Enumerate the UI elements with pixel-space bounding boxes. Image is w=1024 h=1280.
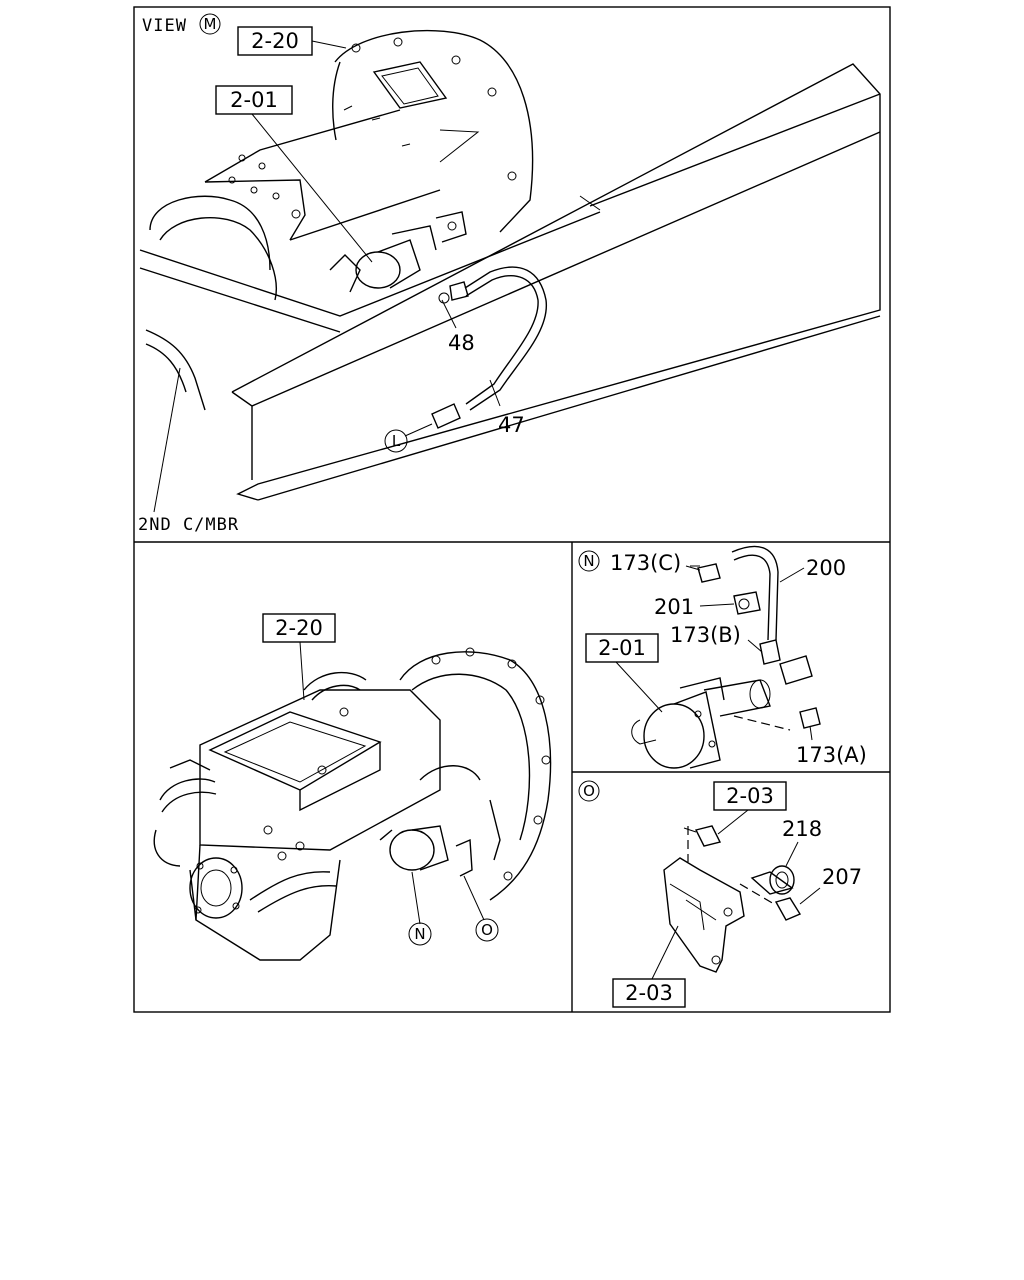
leader-218 — [785, 841, 799, 867]
transmission-housing-drawing — [149, 29, 534, 301]
detail-n-ref-2-01-label: 2-01 — [598, 636, 646, 660]
callout-173c: 173(C) — [610, 551, 681, 575]
member-label: 2ND C/MBR — [138, 515, 239, 535]
callout-201: 201 — [654, 595, 694, 619]
leader-2-03-bottom — [651, 925, 679, 980]
frame-rail-drawing — [139, 63, 881, 501]
view-heading: VIEW — [142, 16, 187, 36]
detail-o-ref-2-03-bottom-label: 2-03 — [625, 981, 673, 1005]
assembly-leader-n — [411, 871, 421, 925]
assembly-marker-o-circle — [475, 918, 499, 942]
assembly-marker-n-label: N — [414, 925, 425, 943]
callout-173a: 173(A) — [796, 743, 867, 767]
leader-2-03-top — [717, 809, 749, 835]
callout-218: 218 — [782, 817, 822, 841]
leader-detail-n-2-01 — [615, 661, 663, 713]
leader-2-20 — [311, 40, 347, 49]
detail-o-ref-box-2-03-bottom — [612, 978, 686, 1008]
leader-48 — [441, 299, 457, 329]
ref-2-20-label: 2-20 — [251, 29, 299, 53]
callout-48: 48 — [448, 331, 475, 355]
assembly-leader-2-20 — [299, 641, 305, 701]
leader-member — [153, 367, 181, 513]
detail-o-ref-2-03-top-label: 2-03 — [726, 784, 774, 808]
detail-n-marker-label: N — [583, 552, 594, 570]
leader-2-01 — [251, 113, 373, 263]
leader-173b — [747, 639, 763, 653]
view-marker-label: M — [204, 15, 217, 33]
leader-201 — [699, 603, 735, 607]
callout-47: 47 — [498, 413, 525, 437]
clutch-booster-drawing — [329, 211, 467, 293]
detail-o-parts-drawing — [663, 825, 802, 973]
assembly-marker-o-label: O — [481, 921, 493, 939]
leader-173a — [809, 725, 813, 741]
panel-assembly: 2-20 N O — [153, 613, 552, 961]
callout-200: 200 — [806, 556, 846, 580]
transmission-assembly-drawing — [153, 647, 552, 961]
ref-2-01-label: 2-01 — [230, 88, 278, 112]
assembly-leader-o — [463, 875, 485, 921]
leader-47 — [489, 379, 501, 407]
detail-n-parts-drawing — [631, 545, 821, 769]
leader-207 — [799, 887, 821, 905]
diagram-frame — [133, 6, 891, 1013]
detail-o-marker-label: O — [583, 782, 595, 800]
callout-207: 207 — [822, 865, 862, 889]
detail-n-marker-circle — [578, 550, 600, 572]
leader-200 — [779, 567, 805, 583]
leader-marker-l — [404, 423, 433, 437]
leader-173c — [685, 565, 701, 571]
detail-n-ref-box-2-01 — [585, 633, 659, 663]
assembly-ref-box-2-20 — [262, 613, 336, 643]
detail-o-ref-box-2-03-top — [713, 781, 787, 811]
view-marker-circle — [199, 13, 221, 35]
panel-detail-o: O 2-03 218 207 2-03 — [578, 780, 862, 1008]
marker-l-circle — [384, 429, 408, 453]
panel-view-m: VIEW M — [138, 13, 881, 535]
pipe-47-drawing — [431, 266, 547, 429]
assembly-marker-n-circle — [408, 922, 432, 946]
ref-box-2-01 — [215, 85, 293, 115]
marker-l-label: L — [392, 432, 401, 450]
detail-o-marker-circle — [578, 780, 600, 802]
assembly-ref-2-20-label: 2-20 — [275, 616, 323, 640]
panel-detail-n: N 173(C) — [578, 545, 867, 769]
callout-173b: 173(B) — [670, 623, 741, 647]
